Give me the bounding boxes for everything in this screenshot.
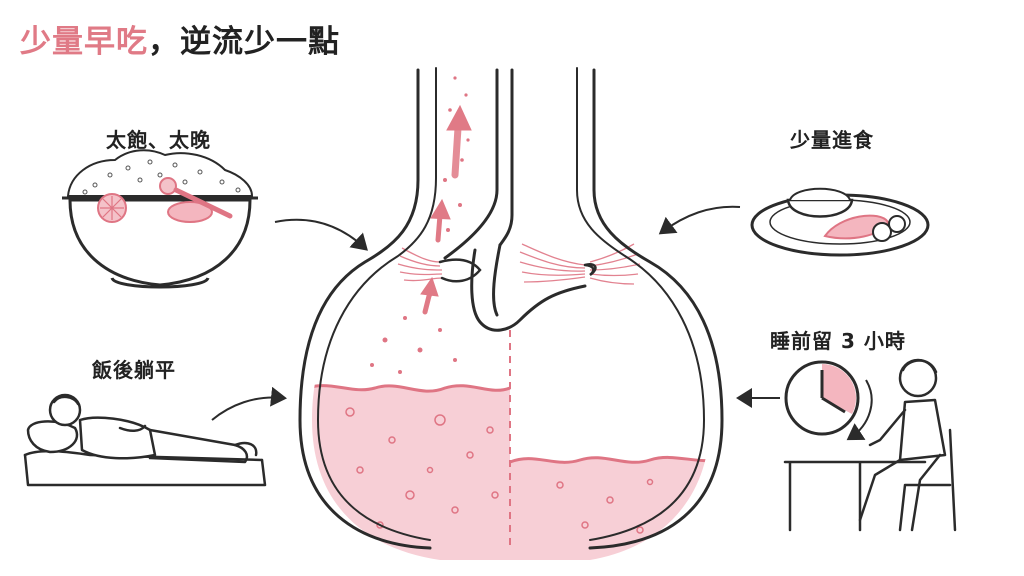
stomach-diagram [298, 67, 724, 560]
organ-outline [298, 67, 724, 550]
normal-fluid-right [510, 457, 710, 560]
sphincter-muscle [397, 243, 641, 285]
title-accent: 少量早吃 [20, 24, 148, 60]
label-overeat-late: 太飽、太晚 [106, 128, 211, 152]
title-rest: ，逆流少一點 [148, 24, 340, 60]
label-lie-after-meal: 飯後躺平 [92, 358, 176, 382]
arrow-lying-to-stomach [211, 386, 287, 421]
lying-person-icon [23, 393, 267, 487]
bubbles-left [345, 407, 499, 529]
bubbles-right [556, 478, 654, 534]
reflux-droplets [370, 76, 470, 374]
clock-icon [784, 360, 873, 441]
seated-person-icon [783, 358, 957, 532]
full-bowl-icon [62, 149, 258, 289]
arrow-overeat-to-stomach [274, 218, 368, 251]
arrow-plate-to-stomach [658, 205, 741, 235]
small-meal-plate-icon [750, 187, 930, 257]
page-title: 少量早吃，逆流少一點 [20, 16, 340, 60]
label-wait-3-hours: 睡前留 3 小時 [770, 329, 906, 353]
label-small-meals: 少量進食 [790, 128, 874, 152]
connector-arrows [211, 205, 780, 421]
reflux-arrows [420, 104, 472, 315]
